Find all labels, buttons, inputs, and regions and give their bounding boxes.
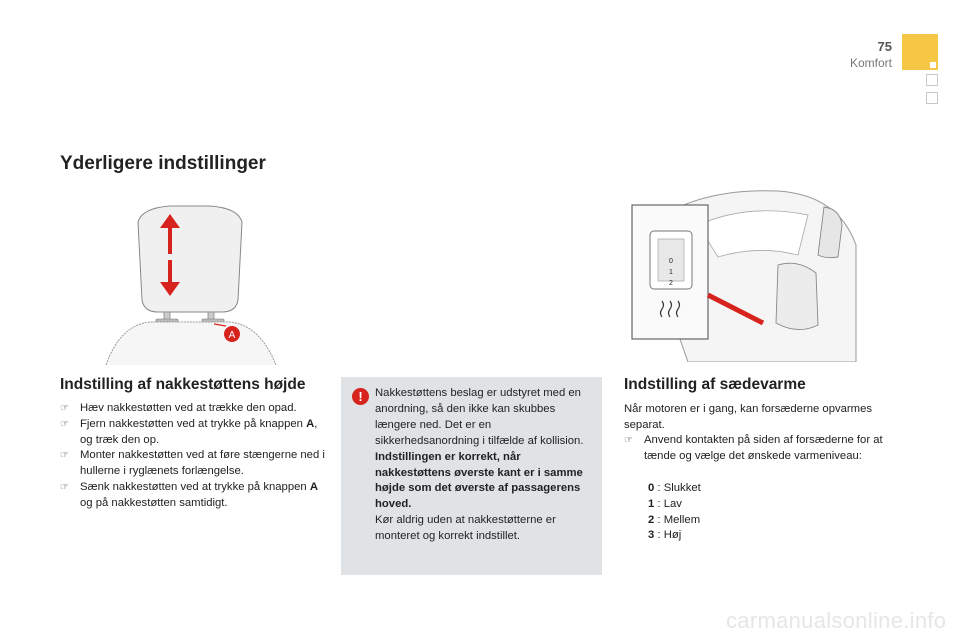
- svg-text:1: 1: [669, 269, 673, 276]
- list-item: Anvend kontakten på siden af forsæderne …: [624, 433, 884, 465]
- heat-level: 2 : Mellem: [648, 513, 701, 526]
- heat-level: 0 : Slukket: [648, 482, 701, 494]
- chapter-tab-empty[interactable]: [926, 92, 938, 104]
- seat-heating-steps: Anvend kontakten på siden af forsæderne …: [624, 433, 884, 465]
- heat-level: 1 : Lav: [648, 497, 682, 510]
- seat-heat-icon: [659, 300, 681, 318]
- seat-heating-intro: Når motoren er i gang, kan forsæderne op…: [624, 403, 873, 431]
- watermark: carmanualsonline.info: [726, 608, 947, 633]
- svg-text:2: 2: [669, 280, 673, 287]
- up-arrow-icon: [160, 214, 180, 254]
- headrest-heading: Indstilling af nakkestøttens højde: [60, 376, 306, 393]
- tab-marker-icon: [930, 62, 936, 68]
- seat-heating-illustration: 0 1 2: [631, 190, 857, 362]
- list-item: Fjern nakkestøtten ved at trykke på knap…: [60, 417, 330, 449]
- chapter-tab-empty[interactable]: [926, 74, 938, 86]
- seat-heating-heading: Indstilling af sædevarme: [624, 376, 806, 393]
- warning-icon: !: [352, 388, 369, 405]
- heat-dial-marks: 0 1 2: [669, 258, 673, 287]
- heat-levels: 0 : Slukket 1 : Lav 2 : Mellem 3 : Høj: [648, 481, 701, 544]
- heat-level: 3 : Høj: [648, 529, 682, 542]
- down-arrow-icon: [160, 260, 180, 296]
- list-item: Monter nakkestøtten ved at føre stængern…: [60, 448, 330, 480]
- button-a-marker: [224, 326, 240, 342]
- list-item: Hæv nakkestøtten ved at trække den opad.: [60, 401, 330, 417]
- headrest-steps: Hæv nakkestøtten ved at trække den opad.…: [60, 401, 330, 512]
- headrest-illustration: A: [105, 205, 277, 365]
- figure-label-a: A: [229, 330, 236, 341]
- warning-text: Nakkestøttens beslag er udstyret med en …: [375, 387, 584, 543]
- page-title: Yderligere indstillinger: [60, 153, 266, 174]
- chapter-tab[interactable]: [902, 34, 938, 70]
- svg-text:0: 0: [669, 258, 673, 265]
- list-item: Sænk nakkestøtten ved at trykke på knapp…: [60, 480, 330, 512]
- warning-box: ! Nakkestøttens beslag er udstyret med e…: [341, 377, 602, 575]
- section-name: Komfort: [849, 56, 892, 70]
- page-number: 75: [877, 39, 892, 54]
